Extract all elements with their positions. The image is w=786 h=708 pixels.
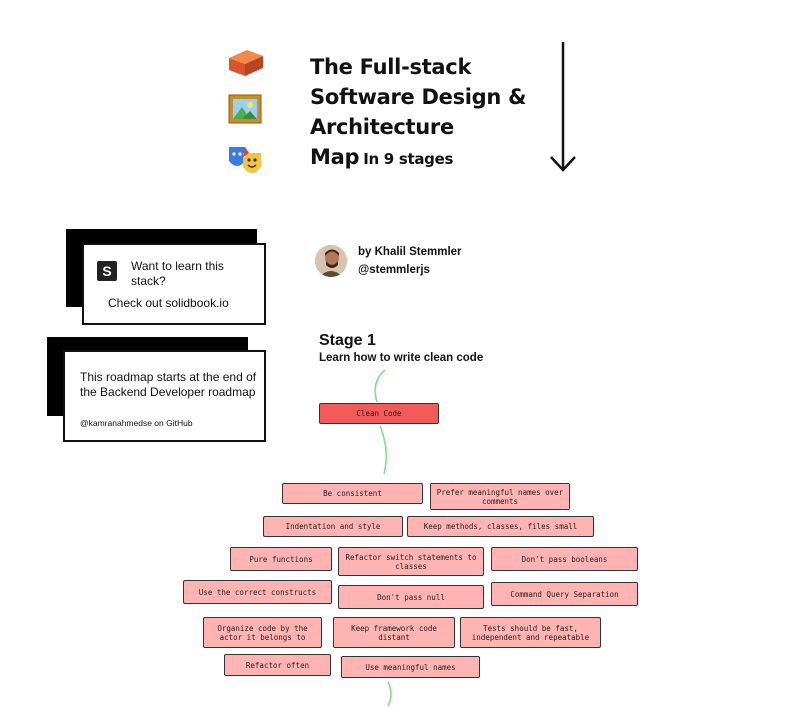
author-avatar bbox=[315, 245, 347, 277]
page-title-map: Map bbox=[310, 145, 360, 169]
node-meaningful-names-over-comments[interactable]: Prefer meaningful names over comments bbox=[430, 483, 570, 510]
connector-middle bbox=[379, 425, 388, 475]
node-be-consistent[interactable]: Be consistent bbox=[282, 483, 423, 504]
node-pure-functions[interactable]: Pure functions bbox=[230, 547, 332, 571]
author-byline: by Khalil Stemmler bbox=[358, 246, 462, 258]
node-keep-small[interactable]: Keep methods, classes, files small bbox=[407, 516, 594, 537]
info-card: This roadmap starts at the end of the Ba… bbox=[63, 350, 266, 442]
node-dont-pass-booleans[interactable]: Don't pass booleans bbox=[491, 547, 638, 571]
page-title-line-1: The Full-stack bbox=[310, 55, 472, 79]
connector-bottom bbox=[387, 681, 392, 707]
node-organize-by-actor[interactable]: Organize code by the actor it belongs to bbox=[203, 617, 322, 648]
node-refactor-often[interactable]: Refactor often bbox=[224, 654, 331, 676]
stage-title: Stage 1 bbox=[319, 332, 376, 349]
stage-subtitle: Learn how to write clean code bbox=[319, 352, 484, 364]
scroll-down-arrow-icon bbox=[550, 42, 576, 172]
promo-card-text: Want to learn this stack? bbox=[131, 259, 224, 288]
author-handle[interactable]: @stemmlerjs bbox=[358, 264, 430, 276]
node-clean-code[interactable]: Clean Code bbox=[319, 403, 439, 424]
node-refactor-switch[interactable]: Refactor switch statements to classes bbox=[338, 547, 484, 576]
info-card-text: This roadmap starts at the end of the Ba… bbox=[80, 370, 257, 399]
page-title-line-3: Architecture bbox=[310, 115, 454, 139]
node-meaningful-names[interactable]: Use meaningful names bbox=[341, 656, 480, 678]
picture-icon bbox=[228, 94, 266, 128]
brick-icon bbox=[225, 44, 263, 78]
promo-card[interactable]: S Want to learn this stack? Check out so… bbox=[82, 243, 266, 325]
connector-top bbox=[374, 369, 386, 403]
promo-card-link[interactable]: Check out solidbook.io bbox=[108, 296, 229, 310]
node-indentation-and-style[interactable]: Indentation and style bbox=[263, 516, 403, 537]
node-tests-fast[interactable]: Tests should be fast, independent and re… bbox=[460, 617, 601, 648]
node-dont-pass-null[interactable]: Don't pass null bbox=[338, 585, 484, 609]
solidbook-logo: S bbox=[97, 261, 117, 281]
node-framework-distant[interactable]: Keep framework code distant bbox=[333, 617, 455, 648]
theater-masks-icon bbox=[225, 143, 263, 177]
node-correct-constructs[interactable]: Use the correct constructs bbox=[183, 580, 332, 604]
page-title-line-2: Software Design & bbox=[310, 85, 527, 109]
node-command-query-separation[interactable]: Command Query Separation bbox=[491, 582, 638, 606]
page-title-subtitle: In 9 stages bbox=[363, 150, 454, 168]
info-card-credit[interactable]: @kamranahmedse on GitHub bbox=[80, 418, 193, 428]
